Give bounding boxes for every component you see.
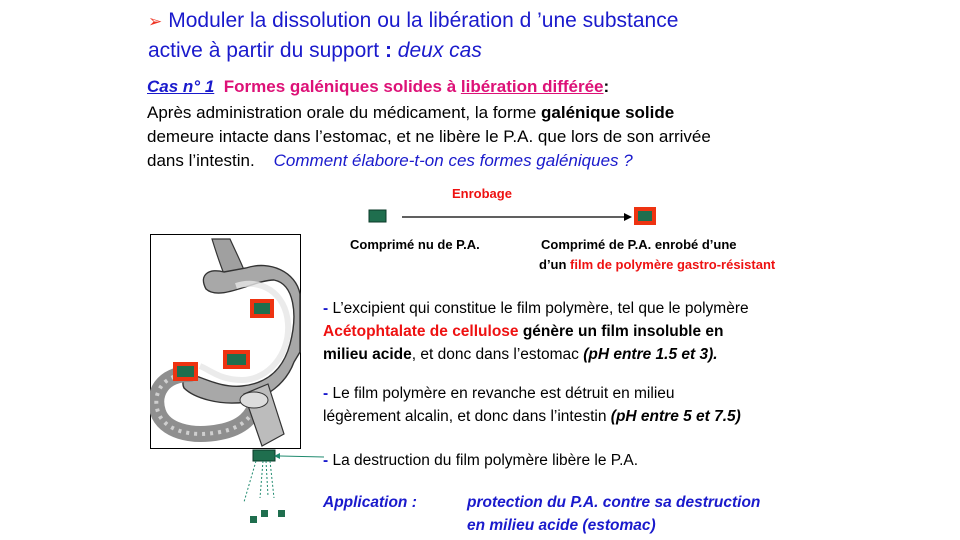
polymer-name: Acétophtalate de cellulose (323, 323, 519, 340)
particle-icon (261, 510, 268, 517)
arrow-bullet-icon: ➢ (148, 12, 163, 31)
coated-label-prefix: d’un (539, 257, 571, 272)
bullet-2: - Le film polymère en revanche est détru… (323, 382, 741, 428)
bullet-dash: - (323, 300, 329, 317)
enrobage-arrow-diagram (368, 207, 656, 225)
pointer-arrow (279, 455, 325, 458)
duodenum-shape (150, 366, 264, 442)
case-heading: Cas n° 1 Formes galéniques solides à lib… (147, 77, 609, 97)
title-deux-cas: deux cas (397, 39, 482, 62)
coated-tablet-label: Comprimé de P.A. enrobé d’une (541, 237, 737, 252)
milieu-acide: milieu acide (323, 346, 412, 363)
intro-paragraph: Après administration orale du médicament… (147, 101, 711, 173)
intro-line-3: dans l’intestin. (147, 151, 255, 170)
enrobage-label: Enrobage (452, 186, 512, 201)
bullet-2-line-2: légèrement alcalin, et donc dans l’intes… (323, 408, 611, 425)
intro-line-1: Après administration orale du médicament… (147, 103, 542, 122)
stomach-illustration (150, 234, 301, 449)
bullet-dash: - (323, 385, 329, 402)
bullet-2-line-1: Le film polymère en revanche est détruit… (328, 385, 675, 402)
intro-line-2: demeure intacte dans l’estomac, et ne li… (147, 127, 711, 146)
arrow-head-icon (274, 453, 280, 459)
application-label: Application : (323, 494, 417, 511)
ph-range-stomach: (pH entre 1.5 et 3). (583, 346, 718, 363)
bullet-3-text: La destruction du film polymère libère l… (328, 452, 639, 469)
ph-range-intestine: (pH entre 5 et 7.5) (610, 408, 741, 425)
bare-tablet-icon (368, 209, 387, 223)
case-label: Cas n° 1 (147, 77, 215, 96)
particle-icon (278, 510, 285, 517)
coated-tablet-label-line-2: d’un film de polymère gastro-résistant (539, 257, 775, 272)
arrow-head-icon (624, 213, 632, 221)
bullet-1-line-3: , et donc dans l’estomac (411, 346, 584, 363)
bare-tablet-label: Comprimé nu de P.A. (350, 237, 480, 252)
release-illustration (243, 449, 325, 523)
intro-question: Comment élabore-t-on ces formes galéniqu… (273, 151, 633, 170)
bare-tablet-icon (252, 449, 276, 462)
application-line-1: protection du P.A. contre sa destruction (467, 494, 761, 511)
coated-tablet-label-line-1: Comprimé de P.A. enrobé d’une (541, 237, 737, 252)
title-line-2: active à partir du support (148, 39, 380, 62)
bullet-dash: - (323, 452, 329, 469)
intro-bold: galénique solide (541, 103, 675, 122)
application-line-2: en milieu acide (estomac) (467, 517, 656, 534)
bullet-1-line-1: L’excipient qui constitue le film polymè… (328, 300, 749, 317)
application-text: protection du P.A. contre sa destruction… (467, 491, 760, 537)
title-colon: : (379, 39, 398, 62)
bullet-3: - La destruction du film polymère libère… (323, 449, 638, 472)
particle-icon (250, 516, 257, 523)
case-heading-underlined: libération différée (460, 77, 604, 96)
bullet-1: - L’excipient qui constitue le film poly… (323, 297, 749, 366)
coated-label-film: film de polymère gastro-résistant (570, 257, 776, 272)
case-heading-text: Formes galéniques solides à (223, 77, 461, 96)
case-heading-colon: : (603, 77, 610, 96)
slide-title: ➢ Moduler la dissolution ou la libération… (148, 6, 678, 65)
bullet-1-line-2: génère un film insoluble en (518, 323, 724, 340)
title-line-1: Moduler la dissolution ou la libération … (168, 9, 679, 32)
